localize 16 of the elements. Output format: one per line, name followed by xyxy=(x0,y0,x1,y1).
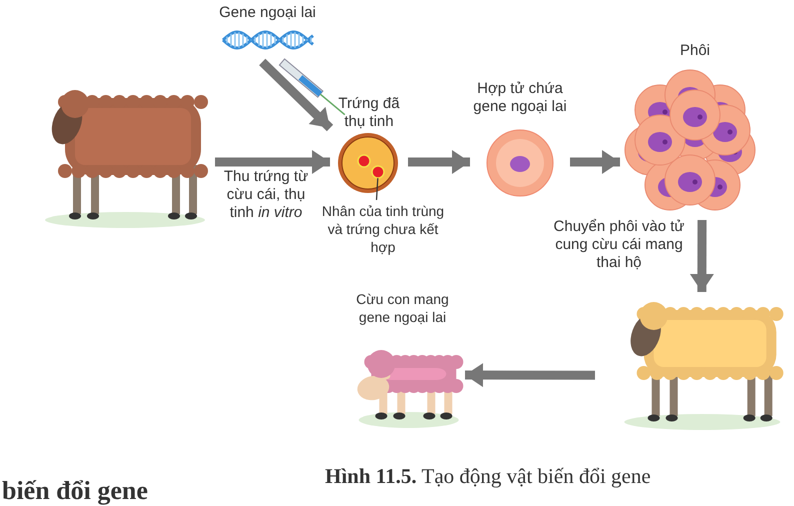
node-label: Gene ngoại lai xyxy=(218,4,317,22)
edge-label: Chuyển phôi vào tử cung cừu cái mang thai hộ xyxy=(553,218,685,272)
arrow xyxy=(259,58,334,132)
node-label: Hợp tử chứa gene ngoại lai xyxy=(472,80,568,116)
node-label: Nhân của tinh trùng và trứng chưa kết hợp xyxy=(320,202,446,256)
node-label: Phôi xyxy=(678,42,712,60)
arrow xyxy=(215,150,330,174)
leader-line xyxy=(376,178,378,200)
arrow xyxy=(465,363,595,388)
arrow xyxy=(570,150,620,174)
node-label: Cừu con mang gene ngoại lai xyxy=(355,290,450,326)
arrow xyxy=(408,150,470,174)
heading-text: biến đổi gene xyxy=(2,476,148,506)
figure-caption: Hình 11.5. Tạo động vật biến đổi gene xyxy=(325,464,651,489)
node-label: Trứng đã thụ tinh xyxy=(337,95,401,131)
arrow xyxy=(690,220,714,292)
